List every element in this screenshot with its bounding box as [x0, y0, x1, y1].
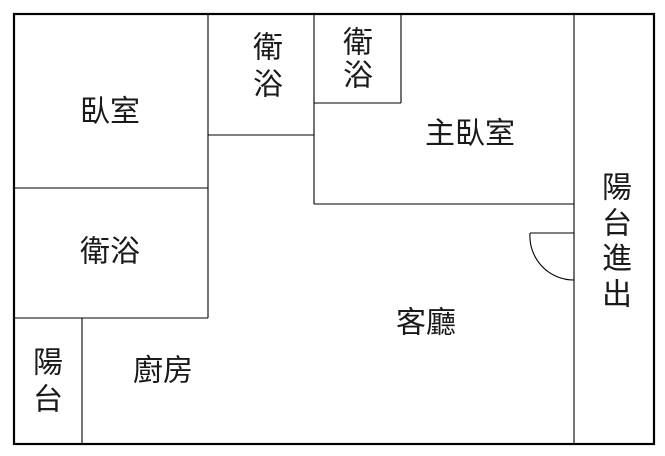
label-balcony-2: 台 — [33, 383, 63, 418]
label-master-bedroom: 主臥室 — [425, 117, 515, 152]
label-kitchen: 廚房 — [133, 354, 193, 389]
room-labels: 臥室 衛 浴 衛 浴 主臥室 衛浴 客廳 廚房 陽 台 陽 台 進 出 — [33, 26, 632, 418]
label-balcony-exit-1: 陽 — [602, 171, 632, 206]
label-bath-small-1: 衛 — [343, 26, 373, 61]
label-balcony-exit-2: 台 — [602, 207, 632, 242]
label-balcony-exit-3: 進 — [602, 242, 632, 277]
interior-walls — [14, 14, 575, 444]
door-arc — [529, 232, 575, 281]
label-bedroom: 臥室 — [80, 95, 140, 130]
label-living-room: 客廳 — [396, 306, 456, 341]
label-bath-top-2: 浴 — [253, 68, 283, 103]
label-balcony-exit-4: 出 — [602, 278, 632, 313]
outer-wall — [12, 12, 656, 446]
label-balcony-1: 陽 — [33, 346, 63, 381]
label-bath-left: 衛浴 — [80, 235, 140, 270]
label-bath-top-1: 衛 — [253, 31, 283, 66]
label-bath-small-2: 浴 — [343, 59, 373, 94]
door-swing — [529, 232, 575, 281]
